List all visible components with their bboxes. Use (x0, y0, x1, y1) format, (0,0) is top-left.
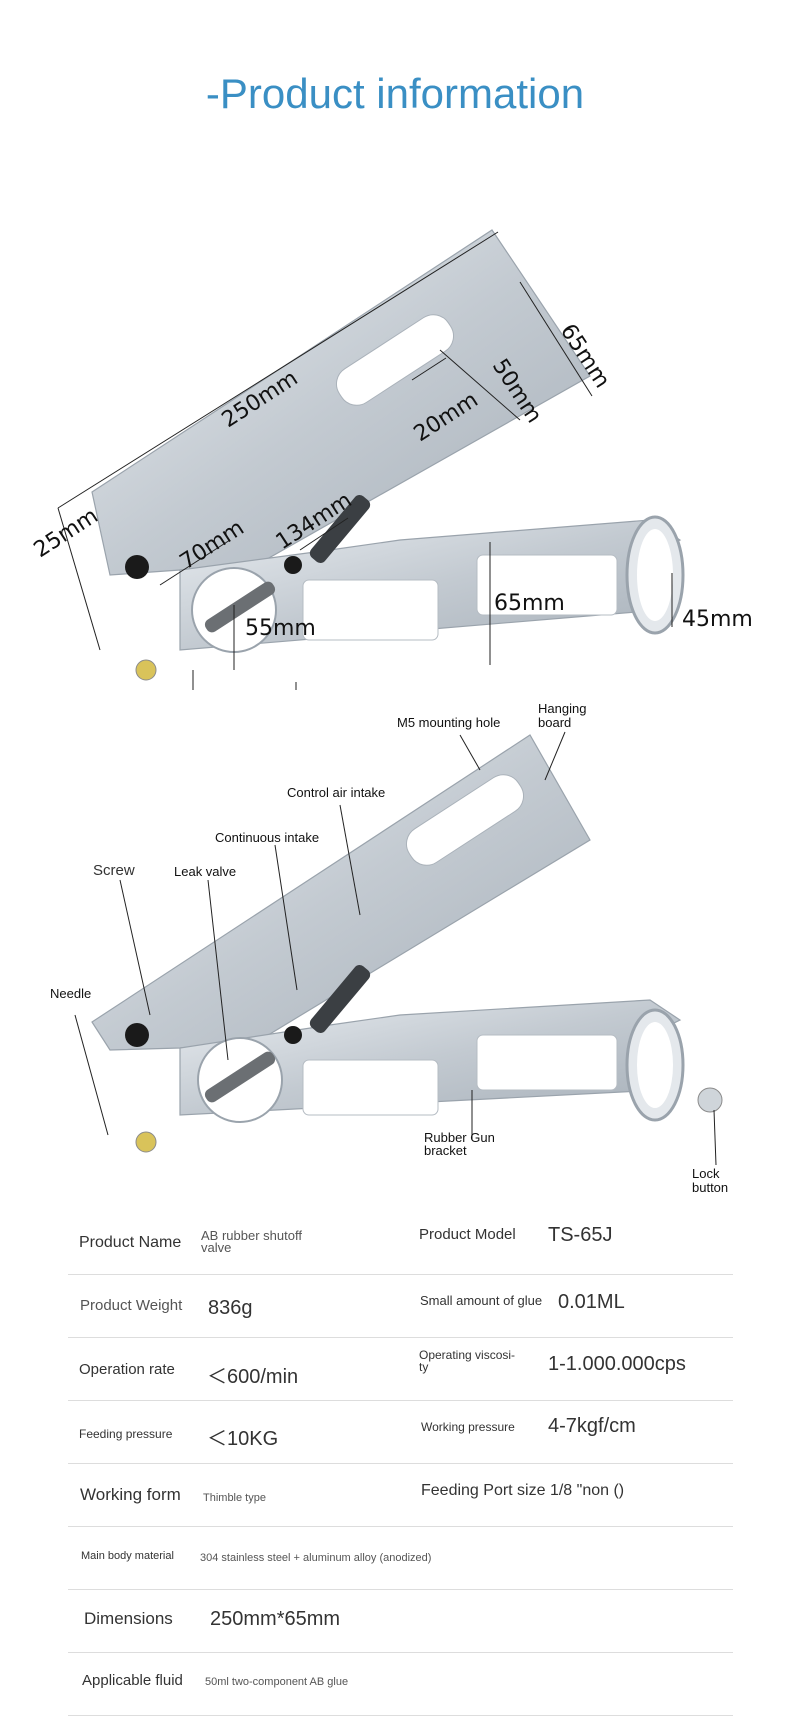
label-operating-viscosity: Operating viscosi- ty (419, 1349, 515, 1373)
label-dimensions: Dimensions (84, 1609, 173, 1628)
dim-65mm-bracket: 65mm (494, 591, 565, 616)
label-product-weight: Product Weight (80, 1297, 183, 1314)
spec-row: Feeding pressure ＜10KG Working pressure … (68, 1401, 733, 1464)
label-working-form: Working form (80, 1485, 181, 1504)
value-product-name-line1: AB rubber shutoff (201, 1228, 302, 1243)
value-product-name-line2: valve (201, 1240, 232, 1255)
value-working-form: Thimble type (203, 1492, 266, 1504)
value-main-body-material: 304 stainless steel + aluminum alloy (an… (200, 1552, 432, 1564)
page-title: -Product information (205, 70, 585, 117)
parts-callout-drawing: M5 mounting hole Hanging board Control a… (50, 701, 728, 1195)
label-product-name: Product Name (79, 1234, 182, 1251)
label-m5-mounting-hole: M5 mounting hole (397, 715, 500, 730)
value-product-weight: 836g (208, 1297, 253, 1319)
dim-25mm: 25mm (30, 503, 103, 563)
spec-row: Working form Thimble type Feeding Port s… (68, 1464, 733, 1527)
callout-lines (74, 731, 717, 1166)
value-product-name: AB rubber shutoff valve (201, 1228, 302, 1255)
dimension-drawing: 250mm 65mm 50mm 20mm 25mm 70mm 134mm 55m… (30, 229, 753, 690)
label-screw: Screw (93, 862, 135, 879)
label-feeding-pressure: Feeding pressure (79, 1427, 173, 1441)
label-operating-viscosity-line2: ty (419, 1360, 429, 1374)
dim-45mm: 45mm (682, 607, 753, 632)
value-small-amount-of-glue: 0.01ML (558, 1291, 625, 1313)
value-feeding-pressure: ＜10KG (207, 1428, 279, 1450)
value-operating-viscosity: 1-1.000.000cps (548, 1353, 686, 1375)
label-operating-viscosity-line1: Operating viscosi- (419, 1348, 516, 1362)
label-lock: Lock (692, 1166, 720, 1181)
label-working-pressure: Working pressure (421, 1420, 515, 1434)
value-dimensions: 250mm*65mm (210, 1608, 341, 1630)
spec-row: Product Weight 836g Small amount of glue… (68, 1275, 733, 1338)
label-continuous-intake: Continuous intake (215, 830, 319, 845)
dim-55mm-circle: 55mm (245, 616, 316, 641)
label-product-model: Product Model (419, 1226, 516, 1243)
spec-row: Product Name AB rubber shutoff valve Pro… (68, 1212, 733, 1275)
spec-table: Product Name AB rubber shutoff valve Pro… (68, 1212, 733, 1716)
value-applicable-fluid: 50ml two-component AB glue (205, 1676, 349, 1688)
value-working-pressure: 4-7kgf/cm (548, 1415, 636, 1437)
label-control-air-intake: Control air intake (287, 785, 385, 800)
label-applicable-fluid: Applicable fluid (82, 1672, 183, 1689)
value-operation-rate: ＜600/min (207, 1366, 299, 1388)
label-main-body-material: Main body material (81, 1550, 174, 1562)
spec-row: Main body material 304 stainless steel +… (68, 1527, 733, 1590)
label-leak-valve: Leak valve (174, 864, 236, 879)
valve-assembly-illustration (91, 229, 685, 681)
label-button: button (692, 1180, 728, 1195)
spec-row: Dimensions 250mm*65mm (68, 1590, 733, 1653)
label-small-amount-of-glue: Small amount of glue (420, 1293, 543, 1308)
label-hanging: Hanging (538, 701, 586, 716)
valve-assembly-illustration-2 (91, 734, 723, 1153)
value-product-model: TS-65J (548, 1224, 613, 1246)
label-board: board (538, 715, 571, 730)
label-rubber-gun: Rubber Gun (424, 1130, 495, 1145)
label-operation-rate: Operation rate (79, 1361, 175, 1378)
spec-row: Applicable fluid 50ml two-component AB g… (68, 1653, 733, 1716)
label-bracket: bracket (424, 1143, 467, 1158)
spec-row: Operation rate ＜600/min Operating viscos… (68, 1338, 733, 1401)
label-feeding-port-size: Feeding Port size 1/8 "non () (421, 1482, 625, 1499)
dimension-lines (57, 231, 673, 690)
label-needle: Needle (50, 986, 91, 1001)
